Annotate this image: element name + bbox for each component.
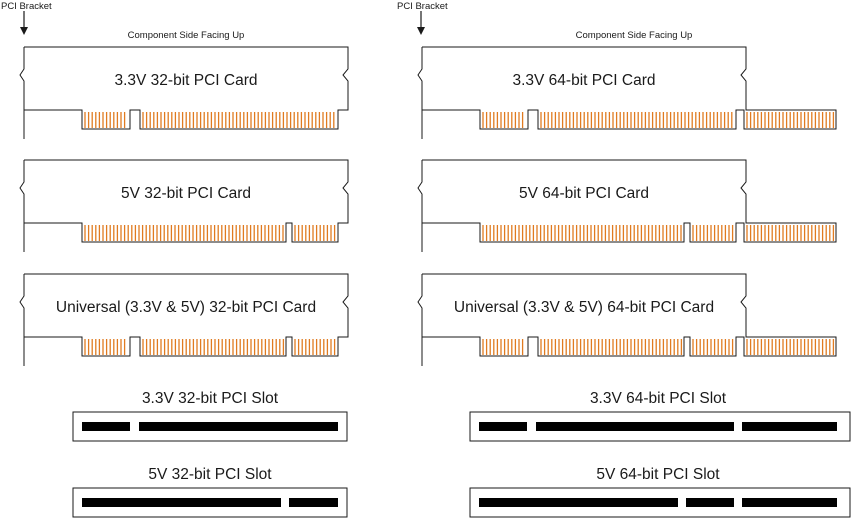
slot-key-bar bbox=[479, 498, 678, 507]
slot-key-bar bbox=[82, 498, 281, 507]
slot-bars bbox=[479, 422, 837, 431]
slot-label-5v-64bit: 5V 64-bit PCI Slot bbox=[596, 466, 720, 483]
slot-key-bar bbox=[686, 498, 734, 507]
card-label: 5V 32-bit PCI Card bbox=[121, 185, 251, 202]
pci-card-3-3v-32bit: 3.3V 32-bit PCI Card bbox=[19, 46, 349, 139]
card-bracket-edge bbox=[19, 274, 25, 366]
pci-bracket-arrow-right bbox=[417, 11, 425, 35]
pci-bracket-label-left: PCI Bracket bbox=[1, 1, 52, 12]
slot-bars bbox=[82, 422, 338, 431]
card-contacts bbox=[482, 225, 835, 241]
slot-key-bar bbox=[82, 422, 130, 431]
card-contacts bbox=[84, 112, 335, 128]
slot-label-5v-32bit: 5V 32-bit PCI Slot bbox=[148, 466, 272, 483]
card-outline bbox=[24, 159, 349, 243]
card-bracket-edge bbox=[417, 274, 423, 366]
card-bracket-edge bbox=[417, 47, 423, 139]
card-label: Universal (3.3V & 5V) 64-bit PCI Card bbox=[454, 299, 714, 316]
pci-card-5v-64bit: 5V 64-bit PCI Card bbox=[417, 159, 837, 252]
slot-key-bar bbox=[742, 498, 837, 507]
card-label: Universal (3.3V & 5V) 32-bit PCI Card bbox=[56, 299, 316, 316]
card-outline bbox=[422, 159, 837, 243]
slot-key-bar bbox=[139, 422, 338, 431]
card-outline bbox=[422, 46, 837, 130]
card-contacts bbox=[482, 112, 835, 128]
pci-slot-3-3v-64bit bbox=[469, 411, 851, 442]
card-bracket-edge bbox=[19, 47, 25, 139]
card-bracket-edge bbox=[19, 160, 25, 252]
pci-card-5v-32bit: 5V 32-bit PCI Card bbox=[19, 159, 349, 252]
card-contacts bbox=[482, 339, 835, 355]
pci-slot-3-3v-32bit bbox=[72, 411, 348, 442]
card-outline bbox=[24, 46, 349, 130]
pci-bracket-label-right: PCI Bracket bbox=[397, 1, 448, 12]
slot-key-bar bbox=[536, 422, 734, 431]
slot-label-3-3v-32bit: 3.3V 32-bit PCI Slot bbox=[142, 390, 279, 407]
card-label: 5V 64-bit PCI Card bbox=[519, 185, 649, 202]
card-outline bbox=[24, 273, 349, 357]
card-outline bbox=[422, 273, 837, 357]
slot-key-bar bbox=[289, 498, 338, 507]
card-bracket-edge bbox=[417, 160, 423, 252]
slot-key-bar bbox=[479, 422, 527, 431]
pci-card-universal-64bit: Universal (3.3V & 5V) 64-bit PCI Card bbox=[417, 273, 837, 366]
pci-slot-5v-32bit bbox=[72, 487, 348, 518]
card-label: 3.3V 64-bit PCI Card bbox=[512, 72, 655, 89]
card-contacts bbox=[84, 339, 336, 355]
slot-bars bbox=[82, 498, 338, 507]
card-contacts bbox=[84, 225, 336, 241]
pci-card-3-3v-64bit: 3.3V 64-bit PCI Card bbox=[417, 46, 837, 139]
component-side-label-left: Component Side Facing Up bbox=[128, 30, 245, 41]
pci-card-universal-32bit: Universal (3.3V & 5V) 32-bit PCI Card bbox=[19, 273, 349, 366]
component-side-label-right: Component Side Facing Up bbox=[576, 30, 693, 41]
card-label: 3.3V 32-bit PCI Card bbox=[114, 72, 257, 89]
pci-slot-5v-64bit bbox=[469, 487, 851, 518]
slot-key-bar bbox=[742, 422, 837, 431]
slot-label-3-3v-64bit: 3.3V 64-bit PCI Slot bbox=[590, 390, 727, 407]
slot-bars bbox=[479, 498, 837, 507]
pci-bracket-arrow-left bbox=[20, 11, 28, 35]
